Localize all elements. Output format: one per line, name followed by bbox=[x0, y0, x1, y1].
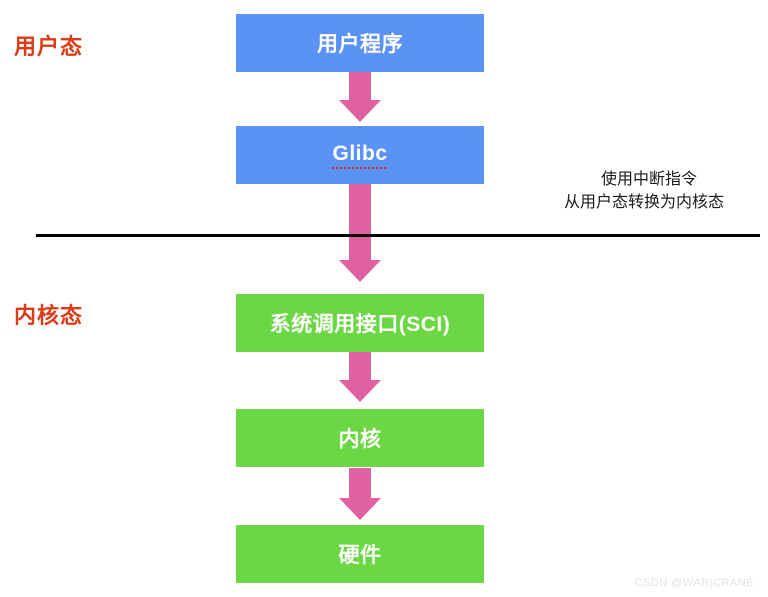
box-user-program: 用户程序 bbox=[236, 14, 484, 72]
annotation-line-2: 从用户态转换为内核态 bbox=[563, 194, 724, 212]
arrow-head bbox=[339, 498, 381, 520]
annotation-line-1: 使用中断指令 bbox=[600, 171, 697, 188]
box-kernel-label: 内核 bbox=[338, 428, 382, 451]
box-system-call-interface: 系统调用接口(SCI) bbox=[236, 294, 484, 352]
box-kernel: 内核 bbox=[236, 409, 484, 467]
box-hardware-label: 硬件 bbox=[338, 544, 382, 567]
box-glibc-label: Glibc bbox=[332, 142, 388, 169]
box-hardware: 硬件 bbox=[236, 525, 484, 583]
user-mode-label: 用户态 bbox=[14, 34, 84, 59]
arrow-stem bbox=[349, 184, 371, 260]
mode-switch-annotation: 使用中断指令 从用户态转换为内核态 bbox=[520, 168, 768, 214]
arrow-stem bbox=[349, 468, 371, 498]
kernel-mode-label: 内核态 bbox=[14, 303, 84, 328]
box-glibc: Glibc bbox=[236, 126, 484, 184]
arrow-stem bbox=[349, 72, 371, 100]
arrow-stem bbox=[349, 352, 371, 380]
box-user-program-label: 用户程序 bbox=[317, 33, 403, 56]
box-system-call-interface-label: 系统调用接口(SCI) bbox=[269, 313, 451, 336]
mode-boundary-divider bbox=[36, 234, 760, 237]
arrow-head bbox=[339, 100, 381, 122]
arrow-head bbox=[339, 380, 381, 402]
watermark: CSDN @WAR|CRANE bbox=[634, 577, 754, 589]
arrow-head bbox=[339, 260, 381, 282]
